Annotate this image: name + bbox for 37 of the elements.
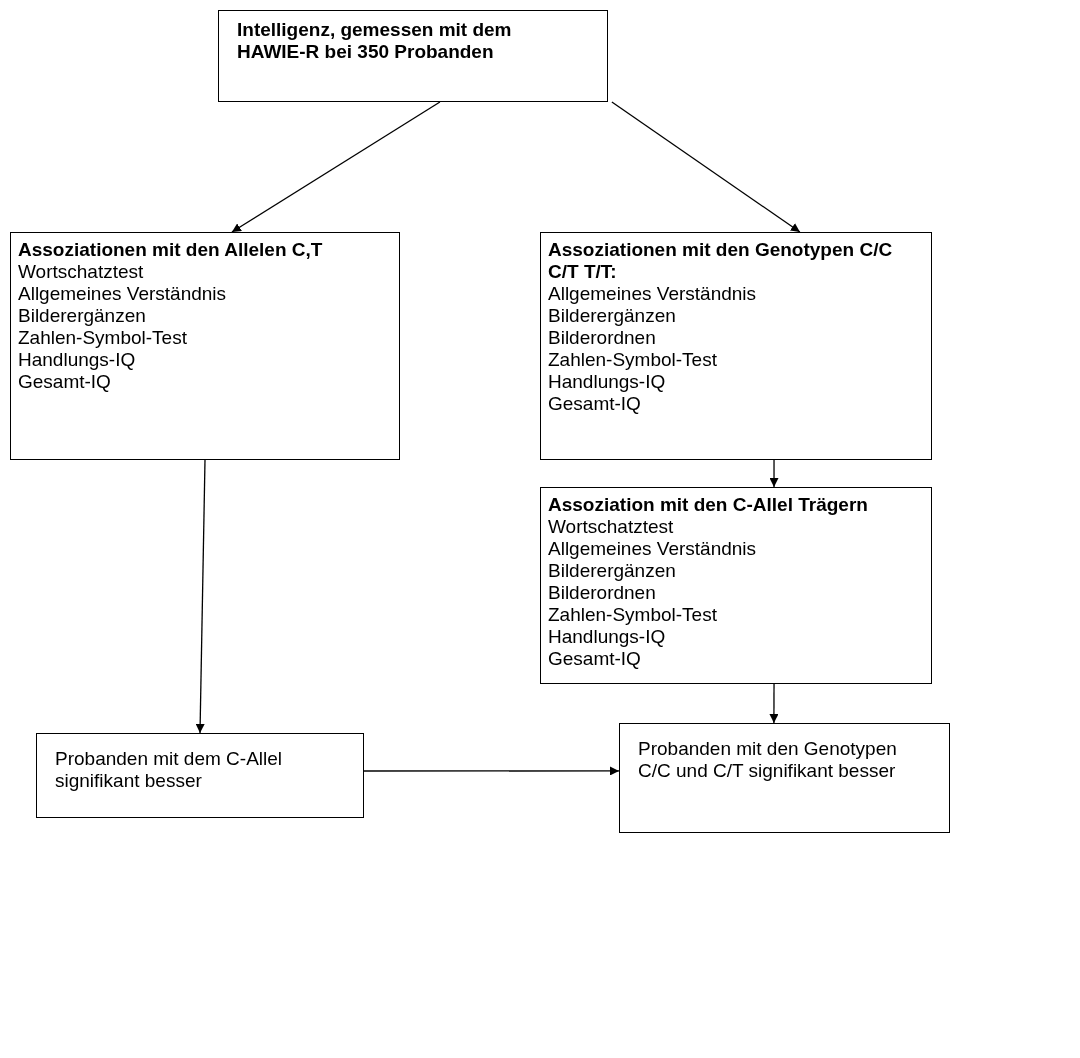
- process-box: [218, 10, 608, 102]
- box-text: Wortschatztest: [18, 261, 145, 283]
- box-text: Zahlen-Symbol-Test: [548, 349, 718, 371]
- process-box: [10, 232, 400, 460]
- box-heading: Assoziationen mit den Genotypen C/C C/T T/T:: [548, 239, 894, 283]
- box-text: Handlungs-IQ: [18, 349, 137, 371]
- box-text: Bilderergänzen: [18, 305, 147, 327]
- arrow: [769, 683, 779, 724]
- box-text: Allgemeines Verständnis: [18, 283, 228, 305]
- box-text: Bilderergänzen: [548, 305, 677, 327]
- arrow: [363, 766, 620, 776]
- box-heading: Assoziation mit den C-Allel Trägern: [548, 494, 869, 516]
- process-box: [36, 733, 364, 818]
- box-text: Bilderergänzen: [548, 560, 677, 582]
- process-box: [540, 487, 932, 684]
- box-text: Probanden mit dem C-Allel signifikant besser: [55, 748, 284, 792]
- box-text: Gesamt-IQ: [18, 371, 112, 393]
- box-text: Bilderordnen: [548, 327, 657, 349]
- arrow: [231, 101, 441, 233]
- box-text: Probanden mit den Genotypen C/C und C/T signifikant besser: [638, 738, 898, 782]
- box-text: Allgemeines Verständnis: [548, 538, 758, 560]
- arrow: [195, 459, 206, 734]
- process-box: [619, 723, 950, 833]
- box-text: Zahlen-Symbol-Test: [548, 604, 718, 626]
- box-text: Zahlen-Symbol-Test: [18, 327, 188, 349]
- box-text: Wortschatztest: [548, 516, 675, 538]
- box-text: Bilderordnen: [548, 582, 657, 604]
- box-text: Handlungs-IQ: [548, 626, 667, 648]
- box-text: Gesamt-IQ: [548, 648, 642, 670]
- arrow: [769, 459, 779, 488]
- process-box: [540, 232, 932, 460]
- box-text: Gesamt-IQ: [548, 393, 642, 415]
- box-text: Handlungs-IQ: [548, 371, 667, 393]
- box-text: Allgemeines Verständnis: [548, 283, 758, 305]
- arrow: [611, 101, 801, 233]
- box-heading: Assoziationen mit den Allelen C,T: [18, 239, 324, 261]
- box-heading: Intelligenz, gemessen mit dem HAWIE-R bei 350 Probanden: [237, 19, 513, 63]
